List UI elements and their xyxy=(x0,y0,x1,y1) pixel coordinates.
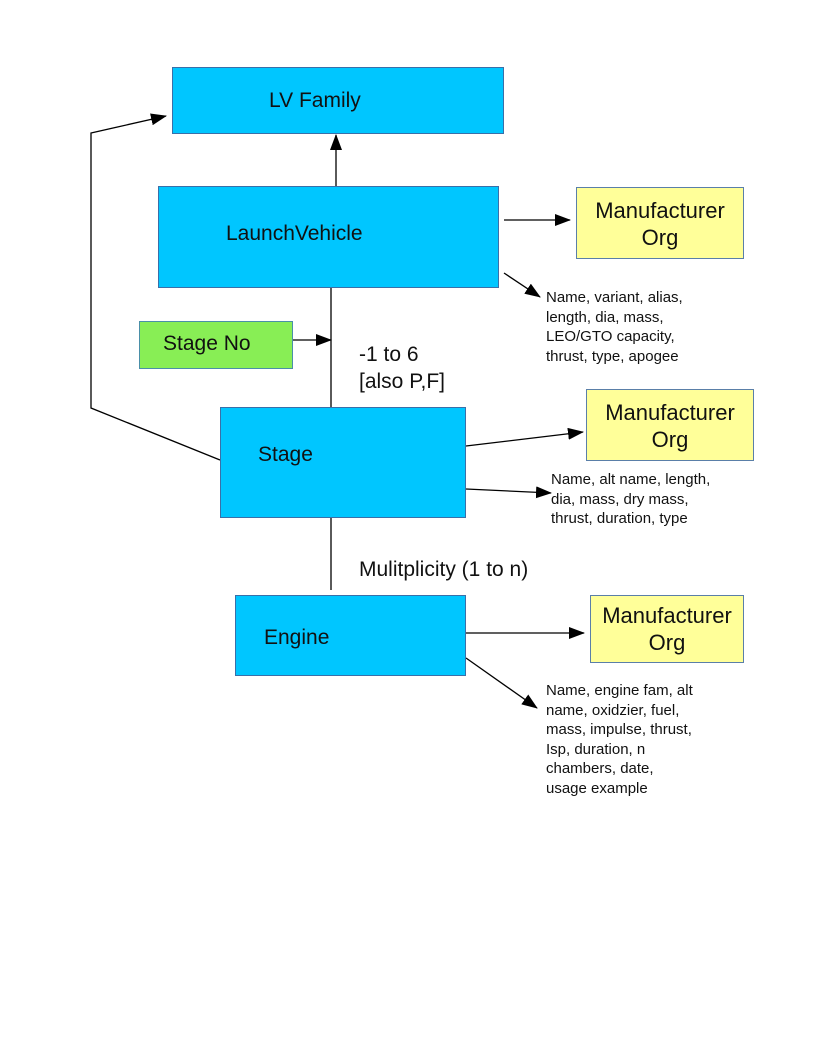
lv-family-box[interactable]: LV Family xyxy=(172,67,504,134)
launch-vehicle-box[interactable]: LaunchVehicle xyxy=(158,186,499,288)
engine-box[interactable]: Engine xyxy=(235,595,466,676)
arrow-stage-attributes xyxy=(465,486,552,499)
manufacturer-org-stage-label: Manufacturer Org xyxy=(605,400,735,452)
manufacturer-org-engine-label: Manufacturer Org xyxy=(602,603,732,655)
arrow-engine-attributes xyxy=(465,657,538,709)
engine-label: Engine xyxy=(264,626,330,649)
engine-attributes: Name, engine fam, alt name, oxidzier, fu… xyxy=(546,682,693,797)
stage-attributes: Name, alt name, length, dia, mass, dry m… xyxy=(551,471,711,527)
manufacturer-org-lv-label: Manufacturer Org xyxy=(595,198,725,250)
arrow-stage-to-family xyxy=(90,113,221,461)
manufacturer-org-lv-box[interactable]: Manufacturer Org xyxy=(576,187,744,259)
launch-vehicle-attributes: Name, variant, alias, length, dia, mass,… xyxy=(546,289,683,365)
lv-family-label: LV Family xyxy=(269,89,361,112)
stage-range-annotation: -1 to 6 [also P,F] xyxy=(359,343,445,393)
stage-box[interactable]: Stage xyxy=(220,407,466,518)
stage-no-label: Stage No xyxy=(163,332,251,355)
arrow-lv-attributes xyxy=(503,272,541,298)
stage-label: Stage xyxy=(258,443,313,466)
stage-no-box[interactable]: Stage No xyxy=(139,321,293,369)
manufacturer-org-stage-box[interactable]: Manufacturer Org xyxy=(586,389,754,461)
launch-vehicle-label: LaunchVehicle xyxy=(226,222,363,245)
arrow-stage-manufacturer xyxy=(465,427,584,447)
manufacturer-org-engine-box[interactable]: Manufacturer Org xyxy=(590,595,744,663)
multiplicity-annotation: Mulitplicity (1 to n) xyxy=(359,558,529,581)
